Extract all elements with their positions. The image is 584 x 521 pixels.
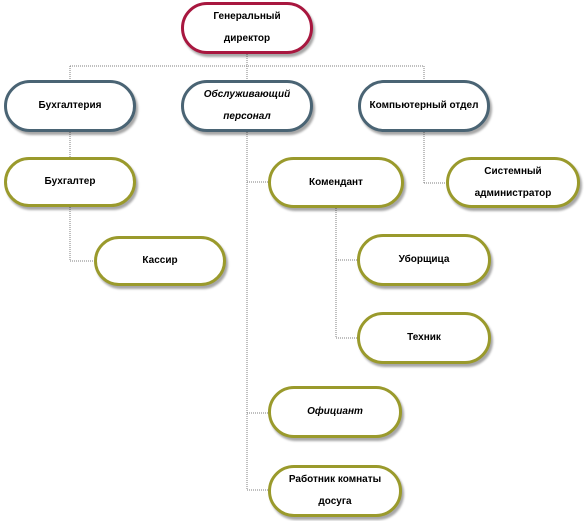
- node-sysadmin-label: Системный администратор: [474, 165, 552, 199]
- node-waiter: Официант: [268, 386, 402, 438]
- node-it-dept-label: Компьютерный отдел: [369, 100, 479, 111]
- node-sysadmin: Системный администратор: [446, 157, 580, 208]
- node-accounting: Бухгалтерия: [4, 80, 136, 132]
- node-waiter-label: Официант: [307, 406, 363, 417]
- node-accounting-label: Бухгалтерия: [38, 100, 102, 111]
- node-service-staff: Обслуживающий персонал: [181, 80, 313, 132]
- node-accountant: Бухгалтер: [4, 157, 136, 207]
- node-cashier: Кассир: [94, 236, 226, 286]
- node-cleaner-label: Уборщица: [398, 254, 450, 265]
- node-commandant-label: Комендант: [309, 176, 363, 188]
- node-director-label: Генеральный директор: [213, 11, 281, 44]
- node-cleaner: Уборщица: [357, 234, 491, 286]
- node-commandant: Комендант: [268, 157, 404, 208]
- node-leisure-worker-label: Работник комнаты досуга: [288, 474, 382, 507]
- node-technician: Техник: [357, 312, 491, 364]
- node-accountant-label: Бухгалтер: [44, 176, 96, 187]
- node-leisure-worker: Работник комнаты досуга: [268, 465, 402, 517]
- node-service-staff-label: Обслуживающий персонал: [203, 89, 291, 122]
- node-director: Генеральный директор: [181, 2, 313, 54]
- node-cashier-label: Кассир: [142, 255, 178, 266]
- node-it-dept: Компьютерный отдел: [358, 80, 490, 132]
- node-technician-label: Техник: [407, 332, 441, 343]
